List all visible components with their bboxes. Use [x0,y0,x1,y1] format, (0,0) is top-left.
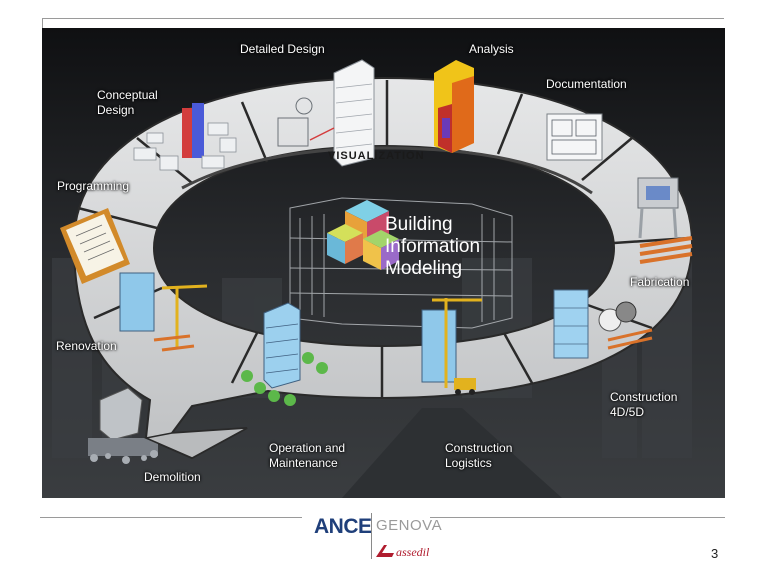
stage-label-construction-4d5d: Construction 4D/5D [610,390,678,419]
bim-center [289,197,513,329]
return-arrow [143,427,248,459]
renovation-building-icon [119,272,208,352]
stage-label-analysis: Analysis [469,42,514,56]
logo-city-text: GENOVA [376,517,443,534]
stage-label-demolition: Demolition [144,470,201,484]
trees-icon [241,352,328,406]
construction-building-icon [553,289,653,359]
fabrication-machine-icon [637,177,693,264]
logo-ance-text: ANCE [314,515,372,538]
stage-label-detailed-design: Detailed Design [240,42,325,56]
building-cluster-icon [133,103,237,171]
stage-label-construction-logistics: Construction Logistics [445,441,513,470]
bim-center-title: Building Information Modeling [385,214,480,280]
stage-label-programming: Programming [57,179,130,193]
office-tower-icon [263,302,301,389]
footer-rule-left [40,517,302,518]
ring-label-visualization: VISUALIZATION [328,150,425,162]
bim-title-line-1: Building [385,214,453,235]
tower-icon [277,59,375,167]
clipboard-icon [60,208,130,284]
crane-icon [421,298,482,395]
ance-genova-logo: ANCE GENOVA assedil [314,513,442,563]
page-number: 3 [711,546,719,561]
top-rule [42,18,724,19]
bim-lifecycle-diagram: VISUALIZATION Building Information Model… [42,28,725,498]
stage-label-conceptual-design: Conceptual Design [97,88,158,117]
logo-assedil-text: assedil [396,545,430,559]
rubble-icon [88,387,158,464]
footer-rule-right [430,517,725,518]
diagram-graphic [42,28,725,498]
logo-separator [371,513,372,559]
stage-label-renovation: Renovation [56,339,117,353]
stage-label-fabrication: Fabrication [630,275,690,289]
stage-label-operation-maintenance: Operation and Maintenance [269,441,346,470]
assedil-mark-icon [376,545,394,557]
bim-title-line-3: Modeling [385,258,463,279]
road [342,408,562,498]
bim-title-line-2: Information [385,236,481,257]
stage-label-documentation: Documentation [546,77,627,91]
bim-cube-icon [327,200,399,270]
floorplan-icon [546,113,603,161]
analysis-model-icon [434,60,474,153]
